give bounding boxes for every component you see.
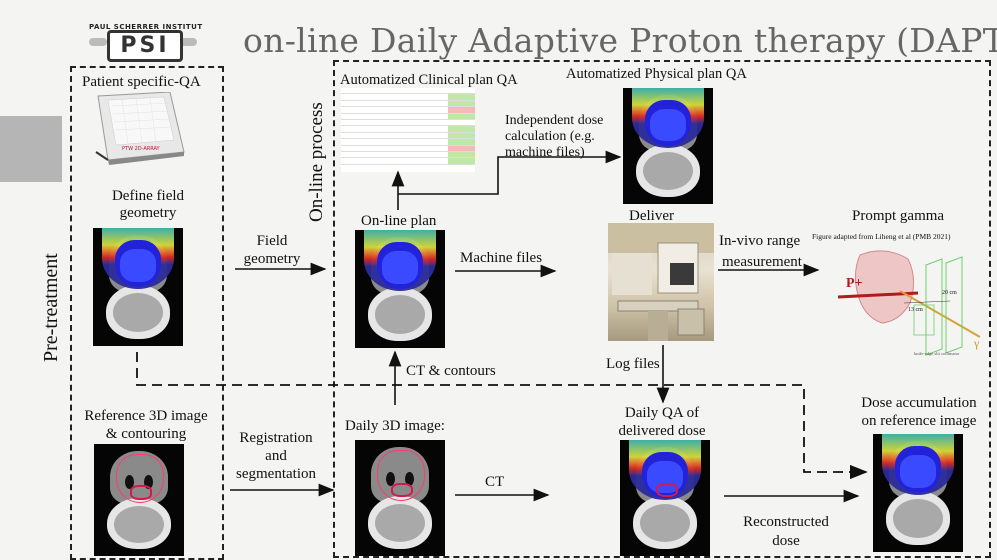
daily-qa-ct-image: [620, 440, 710, 556]
log-files-label: Log files: [606, 356, 660, 372]
invivo-label-1: In-vivo range: [719, 233, 801, 249]
reference-ct-image: [94, 444, 184, 556]
registration-label-1: Registration: [239, 430, 313, 446]
field-geometry-ct-image: [93, 228, 183, 346]
deliver-label: Deliver: [629, 208, 674, 224]
gantry-photo: [608, 223, 714, 341]
machine-files-label: Machine files: [460, 250, 543, 266]
reference-image-label-1: Reference 3D image: [84, 408, 208, 424]
reference-image-label-2: & contouring: [105, 426, 187, 442]
define-field-label-2: geometry: [119, 205, 177, 221]
online-plan-label: On-line plan: [361, 213, 437, 229]
dose-accumulation-label-1: Dose accumulation: [861, 395, 977, 411]
prompt-gamma-label: Prompt gamma: [852, 208, 945, 224]
ct-contours-label: CT & contours: [406, 363, 496, 379]
daily-qa-label-2: delivered dose: [618, 423, 706, 439]
logo-institute-text: PAUL SCHERRER INSTITUT: [89, 23, 203, 31]
define-field-label-1: Define field: [111, 188, 185, 204]
reconstructed-dose-label-1: Reconstructed: [743, 514, 829, 530]
proton-label: P+: [846, 276, 863, 291]
qa-device-label: PTW 2D-ARRAY: [122, 146, 160, 152]
invivo-label-2: measurement: [722, 254, 802, 270]
registration-label-3: segmentation: [236, 466, 316, 482]
qa-device-image: PTW 2D-ARRAY: [92, 91, 186, 166]
distance-label-2: 13 cm: [908, 307, 923, 313]
online-plan-ct-image: [355, 230, 445, 348]
patient-qa-label: Patient specific-QA: [82, 74, 201, 90]
daily-qa-label-1: Daily QA of: [624, 405, 700, 421]
dose-accumulation-ct-image: [873, 434, 963, 552]
daily-image-label: Daily 3D image:: [345, 418, 445, 434]
online-process-box: [333, 60, 991, 558]
figure-credit: Figure adapted from Liheng et al (PMB 20…: [812, 232, 951, 241]
reconstructed-dose-label-2: dose: [772, 533, 800, 549]
registration-label-2: and: [265, 448, 287, 464]
page-title: on-line Daily Adaptive Proton therapy (D…: [243, 21, 997, 60]
gamma-label: γ: [974, 336, 980, 350]
field-geometry-label-2: geometry: [243, 251, 301, 267]
logo-bar-left: [89, 38, 107, 46]
psi-logo: PSI: [107, 30, 183, 62]
independent-dose-label-2: calculation (e.g.: [505, 129, 595, 144]
physical-qa-ct-image: [623, 88, 713, 204]
dose-accumulation-label-2: on reference image: [861, 413, 977, 429]
field-geometry-label-1: Field: [256, 233, 288, 249]
side-tab: [0, 116, 62, 182]
arrow-dashed-field-to-accumulation: [136, 352, 868, 480]
arrow-plan-to-physical-qa: [398, 150, 622, 195]
physical-qa-label: Automatized Physical plan QA: [566, 66, 747, 82]
prompt-gamma-figure: P+ γ 20 cm 13 cm knife-edge slit collima…: [830, 245, 990, 365]
clinical-qa-table: [341, 88, 475, 172]
ct-label: CT: [485, 474, 505, 490]
logo-bar-right: [177, 38, 197, 46]
collimator-caption: knife-edge slit collimator: [914, 351, 960, 356]
daily-ct-image: [355, 440, 445, 556]
distance-label-1: 20 cm: [942, 290, 957, 296]
clinical-qa-label: Automatized Clinical plan QA: [340, 72, 518, 88]
independent-dose-label-1: Independent dose: [505, 113, 604, 128]
